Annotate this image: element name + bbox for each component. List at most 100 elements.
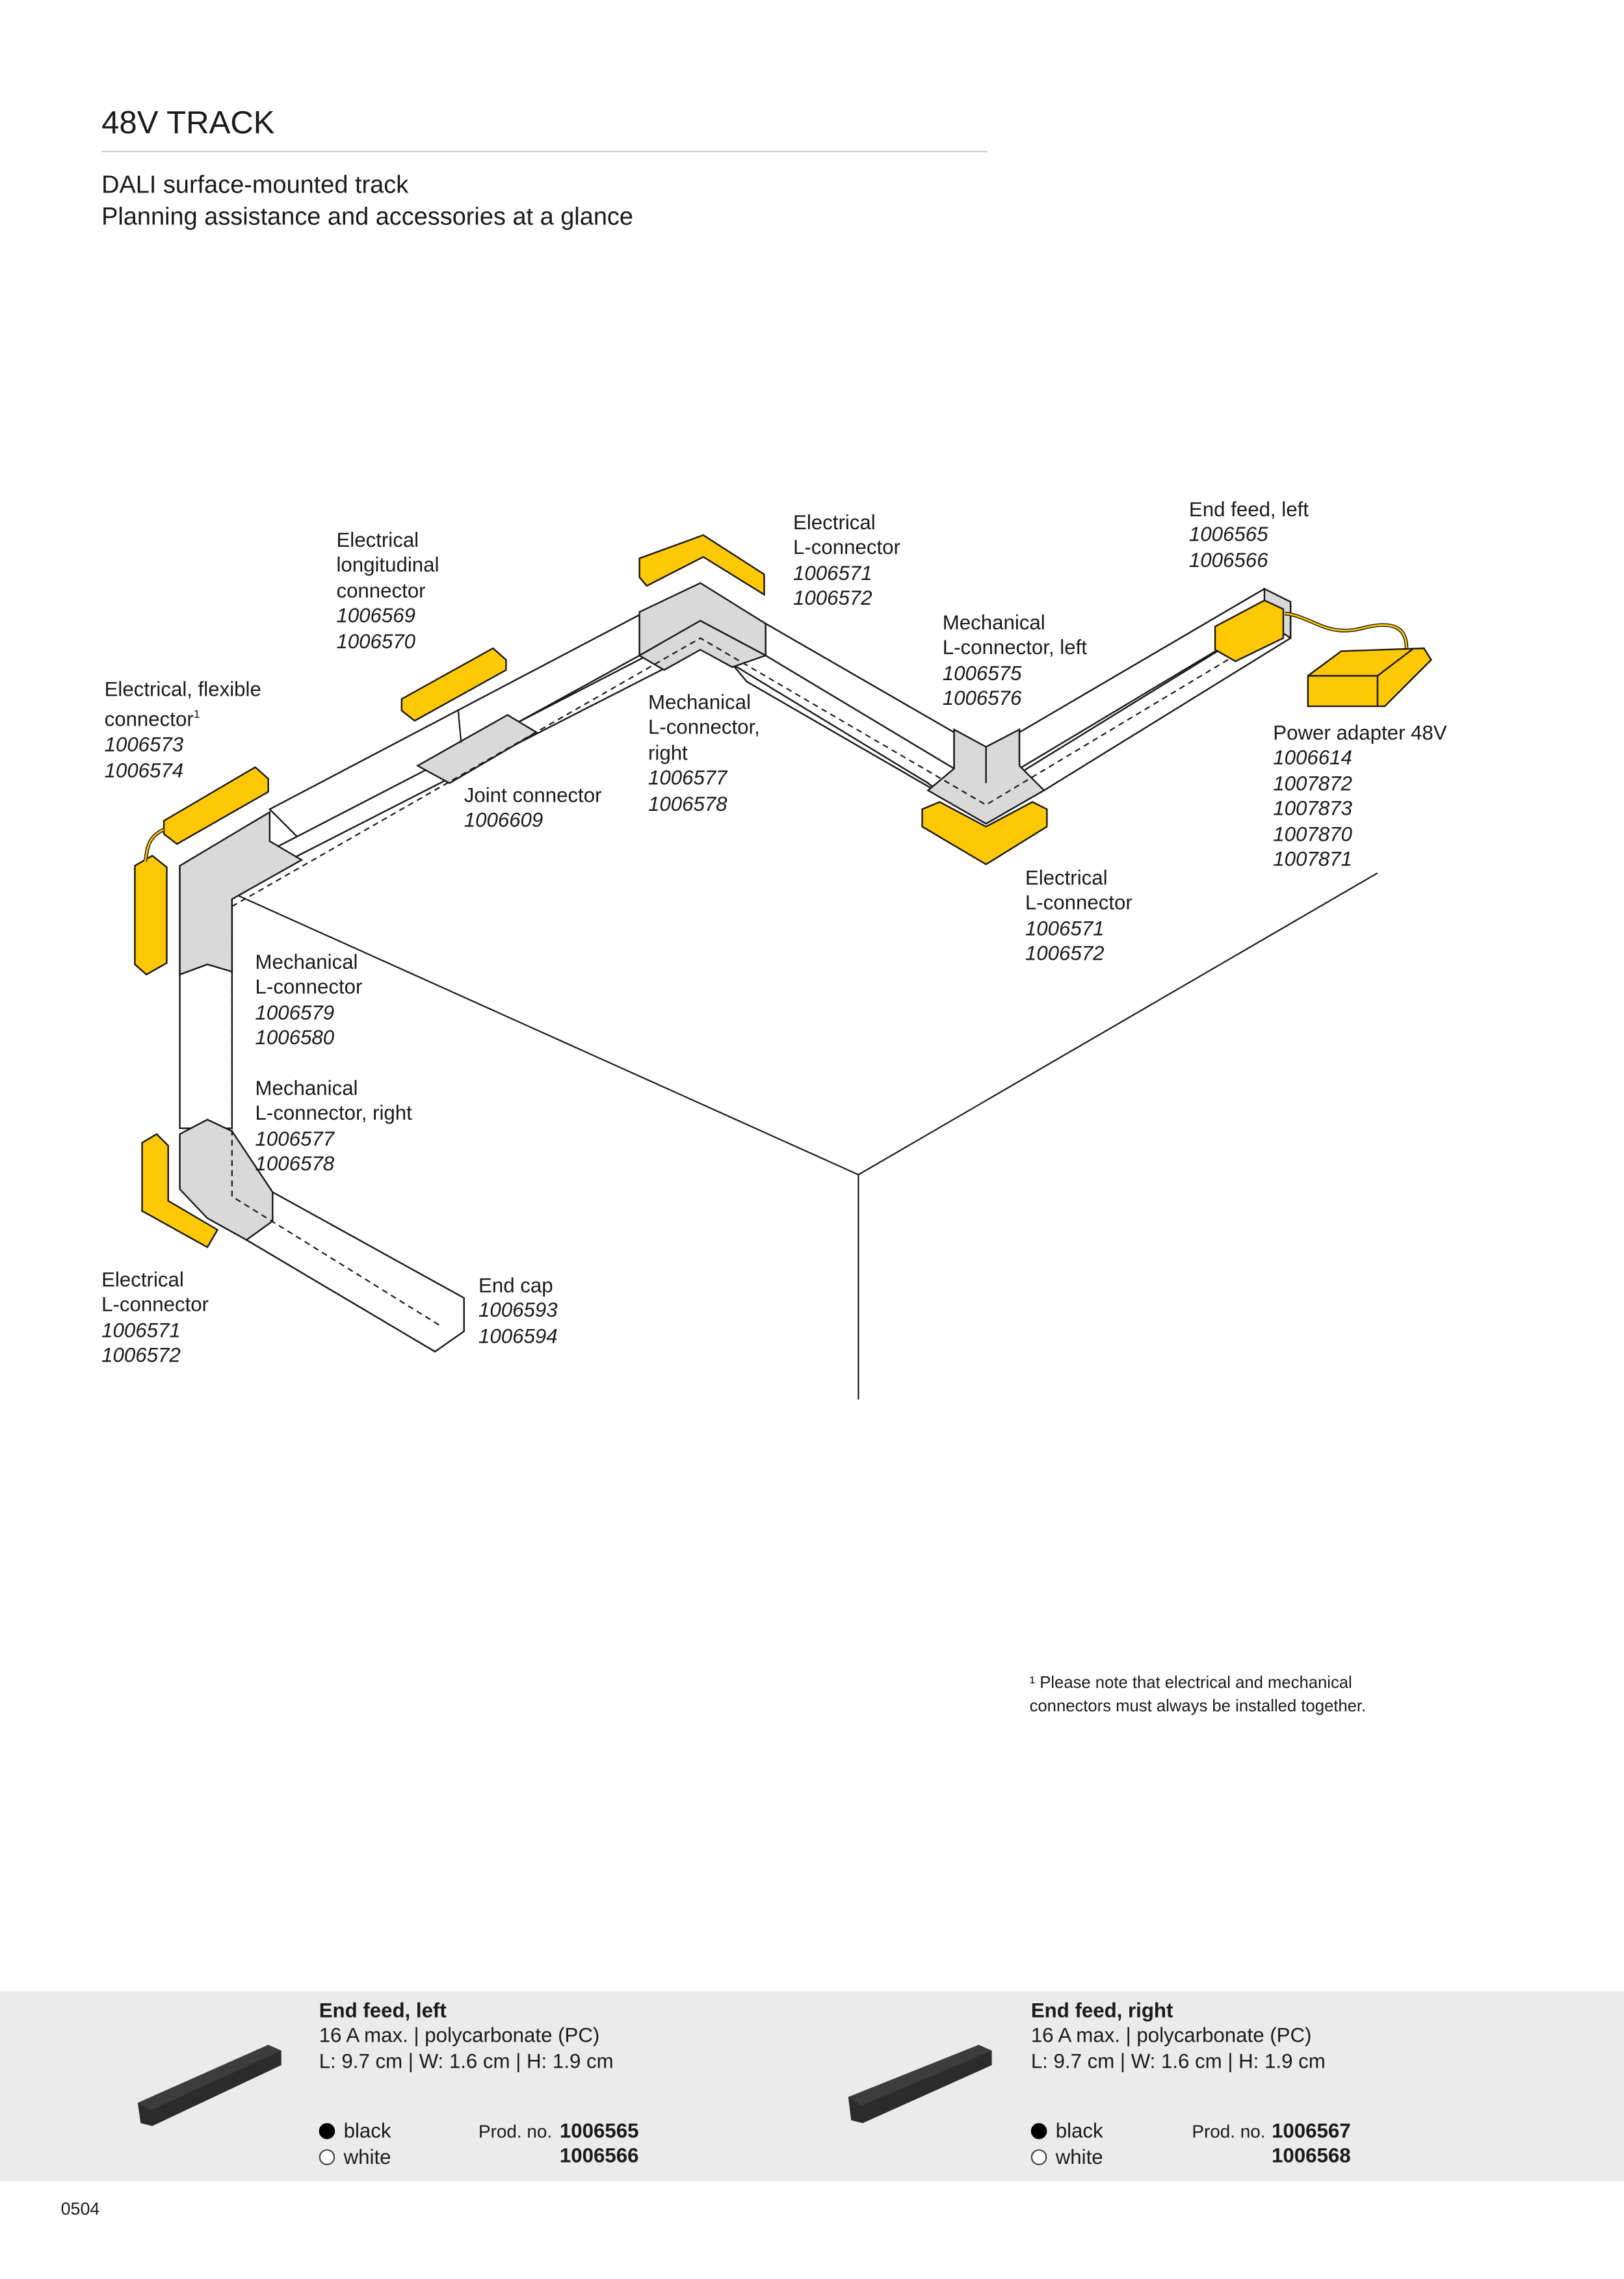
- product-number: 1007873: [1273, 796, 1352, 820]
- product-number: 1006569: [336, 603, 416, 627]
- color-name: white: [1055, 2144, 1103, 2168]
- subtitle-line-1: DALI surface-mounted track: [101, 171, 409, 199]
- product-spec: 16 A max. | polycarbonate (PC): [1030, 2023, 1312, 2048]
- variant-row-white: white 1006568: [1030, 2144, 1365, 2169]
- label-text: L-connector, left: [942, 635, 1087, 659]
- product-number: 1006578: [648, 791, 727, 815]
- label-text: L-connector: [793, 535, 900, 559]
- product-number: 1006566: [559, 2144, 639, 2168]
- variant-row-black: black Prod. no. 1006567: [1030, 2118, 1365, 2144]
- product-number: 1006578: [255, 1152, 335, 1176]
- prod-no-label: Prod. no.: [1192, 2122, 1266, 2142]
- label-text: L-connector: [255, 975, 363, 999]
- label-joint-connector: Joint connector 1006609: [464, 783, 602, 834]
- label-text: L-connector, right: [255, 1101, 412, 1125]
- mechanical-connectors: [179, 582, 1292, 1241]
- label-mechanical-l-connector-right-bottom: Mechanical L-connector, right 1006577 10…: [255, 1076, 412, 1177]
- label-text: Mechanical: [255, 949, 358, 973]
- label-text: Electrical: [336, 527, 419, 551]
- electrical-longitudinal-connector: [400, 647, 507, 722]
- product-end-feed-left: End feed, left 16 A max. | polycarbonate…: [319, 1998, 614, 2074]
- product-spec: 16 A max. | polycarbonate (PC): [319, 2023, 600, 2048]
- product-number: 1006579: [255, 1000, 335, 1024]
- label-electrical-l-connector-bottom: Electrical L-connector 1006571 1006572: [101, 1267, 209, 1368]
- product-number: 1006575: [942, 661, 1022, 685]
- color-name: white: [343, 2144, 391, 2168]
- white-color-dot-icon: [1030, 2148, 1047, 2165]
- footnote-mark: 1: [193, 708, 200, 722]
- title-divider: [101, 150, 988, 153]
- footnote-line: ¹ Please note that electrical and mechan…: [1029, 1675, 1352, 1693]
- label-text: right: [648, 741, 688, 765]
- label-text: Power adapter 48V: [1273, 720, 1447, 744]
- electrical-l-connector-bottom: [141, 1133, 219, 1248]
- product-number: 1006580: [255, 1025, 335, 1049]
- product-variants-right: black Prod. no. 1006567 white 1006568: [1030, 2118, 1365, 2170]
- label-mechanical-l-connector-right-top: Mechanical L-connector, right 1006577 10…: [648, 691, 760, 817]
- product-number: 1006565: [1188, 522, 1268, 546]
- end-feed-left-image: [137, 2044, 282, 2126]
- label-text: Electrical, flexible: [104, 677, 261, 701]
- label-text: connector: [336, 578, 426, 602]
- label-electrical-flexible-connector: Electrical, flexible connector1 1006573 …: [105, 678, 261, 784]
- black-color-dot-icon: [1030, 2123, 1047, 2140]
- label-text: L-connector,: [648, 715, 760, 739]
- label-mechanical-l-connector-left: Mechanical L-connector, left 1006575 100…: [943, 611, 1087, 711]
- product-number: 1006567: [1272, 2118, 1351, 2142]
- end-feed-right-image: [848, 2044, 992, 2124]
- product-number: 1006572: [1025, 942, 1105, 965]
- electrical-connectors: [134, 534, 1432, 1248]
- label-electrical-l-connector-top: Electrical L-connector 1006571 1006572: [793, 510, 900, 611]
- page-subtitle: DALI surface-mounted track Planning assi…: [101, 170, 633, 233]
- product-dimensions: L: 9.7 cm | W: 1.6 cm | H: 1.9 cm: [319, 2049, 614, 2072]
- label-text: connector: [104, 707, 194, 731]
- electrical-flexible-connector-b: [134, 854, 168, 976]
- label-mechanical-l-connector: Mechanical L-connector 1006579 1006580: [255, 950, 363, 1051]
- label-text-with-footnote: connector1: [105, 702, 261, 733]
- electrical-l-connector-top: [638, 534, 765, 596]
- white-color-dot-icon: [319, 2148, 335, 2165]
- product-number: 1006571: [1025, 916, 1105, 940]
- page-title: 48V TRACK: [101, 104, 275, 141]
- product-number: 1006576: [942, 686, 1022, 710]
- mech-l-connector: [179, 810, 304, 976]
- cable-fill: [144, 613, 1408, 862]
- product-number: 1006571: [793, 560, 872, 585]
- label-end-cap: End cap 1006593 1006594: [478, 1273, 558, 1349]
- product-number: 1006577: [648, 766, 727, 789]
- product-number: 1006572: [793, 586, 872, 610]
- color-name: black: [343, 2119, 391, 2142]
- label-text: End cap: [478, 1273, 553, 1297]
- product-end-feed-right: End feed, right 16 A max. | polycarbonat…: [1031, 1998, 1326, 2074]
- footnote-line: connectors must always be installed toge…: [1029, 1697, 1367, 1715]
- product-number: 1006573: [104, 733, 184, 757]
- track-planning-diagram: [134, 534, 1432, 1400]
- label-electrical-l-connector-right: Electrical L-connector 1006571 1006572: [1025, 866, 1133, 967]
- leader-line: [457, 710, 462, 743]
- product-number: 1006571: [101, 1318, 181, 1341]
- color-name: black: [1055, 2119, 1103, 2142]
- label-text: Electrical: [793, 510, 876, 534]
- product-number: 1006574: [104, 758, 184, 782]
- page-number: 0504: [60, 2198, 100, 2219]
- track-conductor-dashed: [231, 626, 1284, 1328]
- variant-row-black: black Prod. no. 1006565: [319, 2119, 653, 2144]
- power-adapter: [1307, 647, 1432, 707]
- black-color-dot-icon: [319, 2123, 335, 2140]
- label-text: longitudinal: [336, 553, 439, 577]
- end-feed-left-part: [1214, 599, 1285, 663]
- label-text: Electrical: [101, 1267, 184, 1291]
- product-title: End feed, left: [319, 1998, 447, 2022]
- product-number: 1006572: [101, 1343, 181, 1367]
- product-number: 1006593: [478, 1298, 558, 1322]
- label-text: Mechanical: [255, 1075, 358, 1100]
- product-number: 1006577: [255, 1126, 335, 1150]
- label-text: Mechanical: [648, 690, 751, 714]
- prod-no-label: Prod. no.: [478, 2122, 553, 2142]
- label-text: End feed, left: [1188, 497, 1309, 521]
- label-power-adapter: Power adapter 48V 1006614 1007872 100787…: [1273, 721, 1447, 873]
- product-number: 1007872: [1273, 771, 1352, 795]
- product-number: 1006566: [1188, 547, 1268, 572]
- label-text: L-connector: [1025, 891, 1133, 915]
